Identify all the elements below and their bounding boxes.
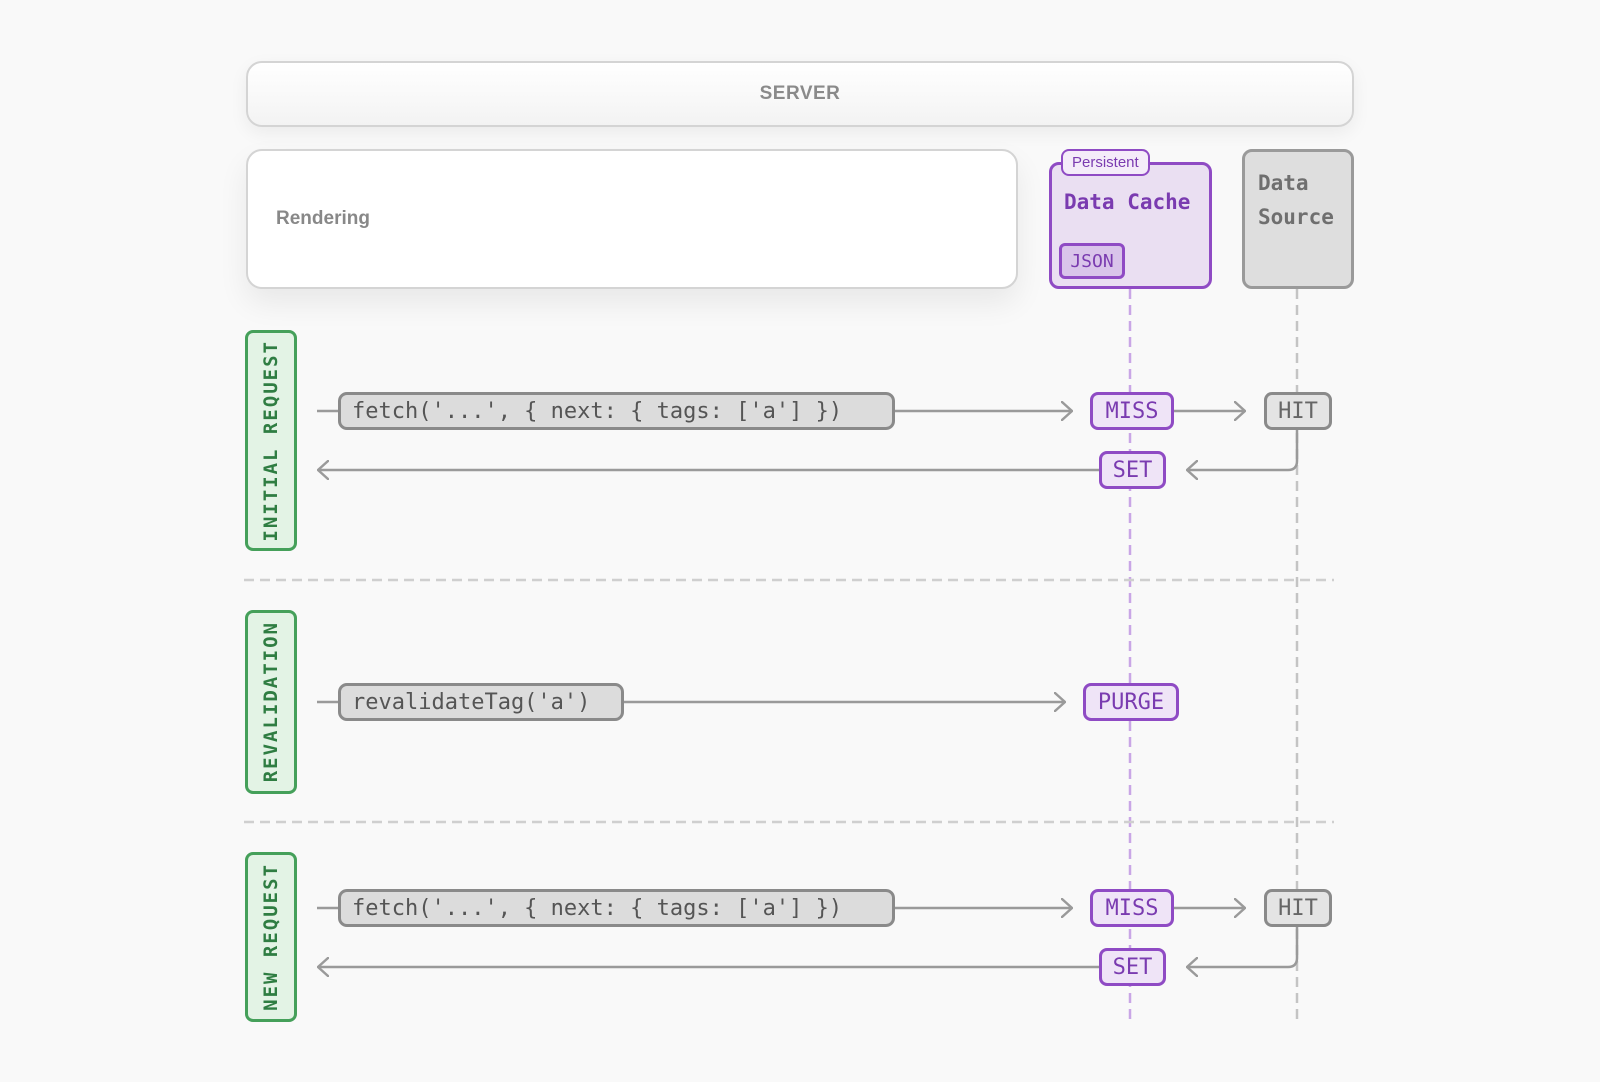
cache-set-badge: SET [1099,451,1166,489]
fetch-call-chip: fetch('...', { next: { tags: ['a'] }) [338,392,895,430]
phase-label-text: REVALIDATION [260,621,282,783]
revalidate-call-text: revalidateTag('a') [352,689,591,715]
data-cache-title: Data Cache [1064,190,1191,214]
persistent-badge: Persistent [1061,149,1150,176]
rendering-box: Rendering [246,149,1018,289]
cache-miss-badge: MISS [1090,889,1174,927]
rendering-label: Rendering [276,208,370,229]
source-hit-text: HIT [1278,895,1318,921]
cache-set-text: SET [1112,954,1153,980]
source-return-arrow [1187,430,1299,470]
fetch-call-chip: fetch('...', { next: { tags: ['a'] }) [338,889,895,927]
persistent-badge-label: Persistent [1072,154,1139,171]
cache-set-badge: SET [1099,948,1166,986]
fetch-call-text: fetch('...', { next: { tags: ['a'] }) [352,895,843,921]
fetch-call-text: fetch('...', { next: { tags: ['a'] }) [352,398,843,424]
data-source-title: Data Source [1258,166,1348,234]
cache-miss-text: MISS [1105,895,1159,921]
data-source-title-line: Source [1258,205,1334,229]
source-return-arrow [1187,927,1299,967]
phase-label-new-request: NEW REQUEST [245,852,297,1022]
cache-purge-badge: PURGE [1083,683,1179,721]
cache-set-text: SET [1112,457,1153,483]
source-hit-badge: HIT [1264,392,1332,430]
json-badge-label: JSON [1070,250,1114,272]
phase-label-text: INITIAL REQUEST [260,339,282,542]
phase-label-text: NEW REQUEST [260,863,282,1011]
server-label: SERVER [759,83,841,104]
server-header: SERVER [246,61,1354,127]
data-source-title-line: Data [1258,171,1309,195]
phase-label-initial-request: INITIAL REQUEST [245,330,297,551]
json-badge: JSON [1059,243,1125,279]
data-source-box [1242,149,1354,289]
cache-miss-badge: MISS [1090,392,1174,430]
source-hit-text: HIT [1278,398,1318,424]
revalidate-call-chip: revalidateTag('a') [338,683,624,721]
cache-miss-text: MISS [1105,398,1159,424]
source-hit-badge: HIT [1264,889,1332,927]
phase-label-revalidation: REVALIDATION [245,610,297,794]
cache-purge-text: PURGE [1097,689,1165,715]
